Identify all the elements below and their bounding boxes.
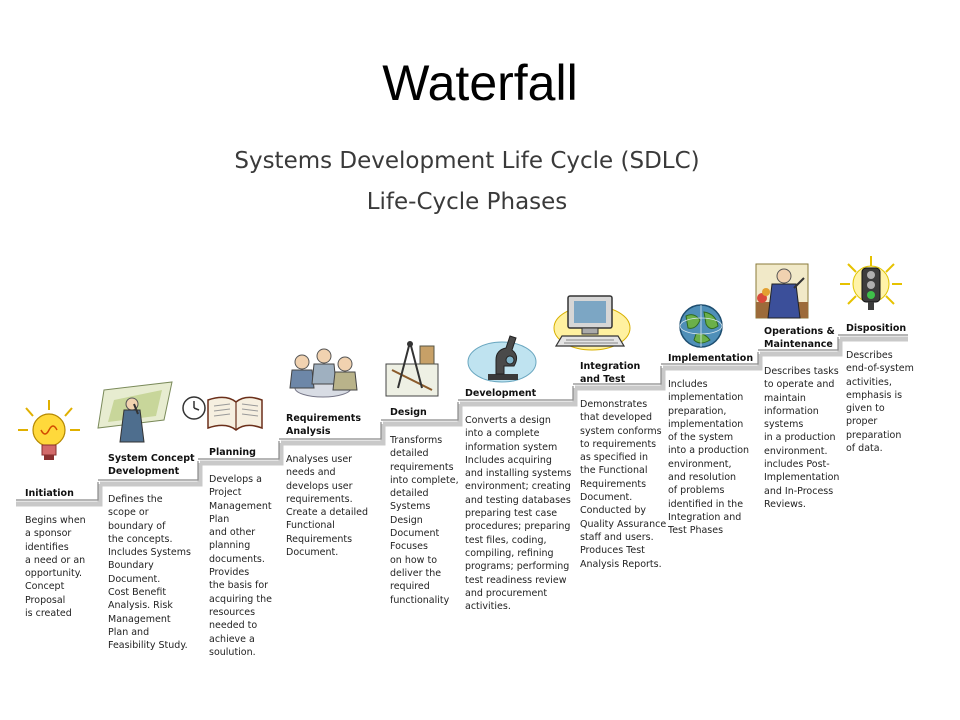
book-and-clock-icon — [182, 396, 263, 431]
step-operations — [758, 337, 843, 357]
meeting-group-icon — [289, 348, 358, 398]
step-disposition — [838, 334, 908, 342]
phase-title-integration: Integration and Test — [580, 361, 641, 385]
worker-icon — [755, 263, 809, 319]
phase-desc-initiation: Begins when a sponsor identifies a need … — [25, 515, 86, 620]
phase-desc-disposition: Describes end-of-system activities, emph… — [846, 350, 914, 455]
phase-title-design: Design — [390, 407, 427, 418]
microscope-icon — [467, 335, 537, 383]
drafting-tools-icon — [385, 341, 439, 397]
diagram-heading-line-2: Life-Cycle Phases — [366, 189, 568, 215]
phase-title-development: Development — [465, 388, 537, 399]
lightbulb-icon — [18, 400, 80, 460]
diagram-heading-line-1: Systems Development Life Cycle (SDLC) — [234, 148, 700, 174]
phase-desc-development: Converts a design into a complete inform… — [465, 415, 572, 613]
phase-desc-planning: Develops a Project Management Plan and o… — [209, 474, 272, 658]
traffic-light-icon — [840, 256, 902, 310]
phase-title-initiation: Initiation — [25, 488, 74, 499]
step-initiation — [16, 482, 103, 507]
globe-icon — [679, 304, 723, 348]
phase-title-operations: Operations & Maintenance — [764, 326, 835, 350]
phase-desc-implementation: Includes implementation preparation, imp… — [668, 379, 750, 537]
step-requirements — [279, 422, 386, 446]
step-integration — [573, 366, 666, 391]
phase-desc-operations: Describes tasks to operate and maintain … — [764, 366, 840, 510]
computer-icon — [553, 295, 631, 351]
step-development — [458, 386, 578, 407]
slide-title: Waterfall — [382, 55, 578, 111]
step-implementation — [661, 352, 763, 371]
step-system-concept — [98, 461, 203, 487]
step-planning — [198, 441, 284, 466]
thinking-person-icon — [97, 381, 173, 443]
phase-title-requirements: Requirements Analysis — [286, 413, 362, 437]
step-design — [381, 402, 463, 427]
phase-desc-system-concept: Defines the scope or boundary of the con… — [108, 494, 191, 652]
phase-title-implementation: Implementation — [668, 353, 754, 364]
phase-title-disposition: Disposition — [846, 323, 907, 334]
phase-desc-integration: Demonstrates that developed system confo… — [580, 399, 667, 570]
phase-title-system-concept: System Concept Development — [108, 453, 195, 477]
phase-title-planning: Planning — [209, 447, 256, 458]
phase-desc-design: Transforms detailed requirements into co… — [390, 435, 459, 606]
phase-desc-requirements: Analyses user needs and develops user re… — [286, 454, 369, 559]
